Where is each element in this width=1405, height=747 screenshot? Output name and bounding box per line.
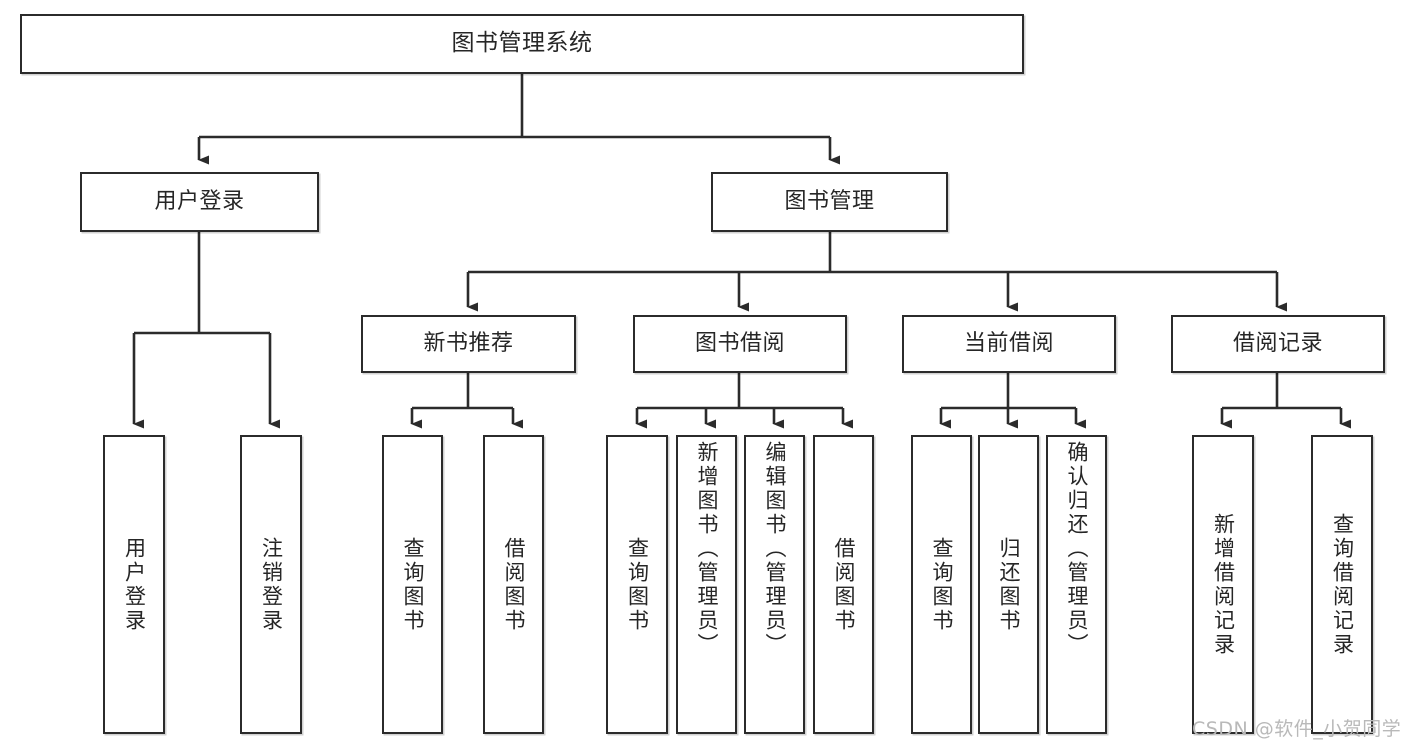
node-label: 用户登录	[122, 536, 147, 633]
node-label: 查询借阅记录	[1330, 512, 1355, 657]
leaf-confirm-return-admin[interactable]: 确认归还（管理员）	[1046, 435, 1107, 734]
node-label: 借阅图书	[502, 536, 526, 633]
node-label: 查询图书	[401, 536, 425, 633]
leaf-borrow-book-newbook[interactable]: 借阅图书	[483, 435, 544, 734]
node-label: 图书管理	[784, 188, 875, 214]
node-label: 当前借阅	[963, 330, 1054, 356]
leaf-user-login[interactable]: 用户登录	[103, 435, 165, 734]
leaf-logout[interactable]: 注销登录	[240, 435, 302, 734]
node-user-login[interactable]: 用户登录	[80, 172, 319, 232]
node-new-book-recommend[interactable]: 新书推荐	[361, 315, 576, 373]
leaf-edit-book-admin[interactable]: 编辑图书（管理员）	[744, 435, 805, 734]
node-label: 用户登录	[154, 188, 245, 214]
leaf-add-borrow-record[interactable]: 新增借阅记录	[1192, 435, 1254, 734]
node-book-management[interactable]: 图书管理	[711, 172, 948, 232]
node-borrow-record[interactable]: 借阅记录	[1171, 315, 1385, 373]
node-label: 借阅记录	[1232, 330, 1323, 356]
leaf-add-book-admin[interactable]: 新增图书（管理员）	[676, 435, 737, 734]
leaf-return-book[interactable]: 归还图书	[978, 435, 1039, 734]
node-label: 注销登录	[259, 536, 284, 633]
node-root-system[interactable]: 图书管理系统	[20, 14, 1024, 74]
node-current-borrow[interactable]: 当前借阅	[902, 315, 1116, 373]
watermark-text: CSDN @软件_小贺同学	[1192, 718, 1402, 740]
leaf-query-book-current[interactable]: 查询图书	[911, 435, 972, 734]
leaf-query-borrow-record[interactable]: 查询借阅记录	[1311, 435, 1373, 734]
leaf-borrow-book[interactable]: 借阅图书	[813, 435, 874, 734]
node-label: 借阅图书	[832, 536, 856, 633]
node-label: 新增图书（管理员）	[695, 441, 719, 657]
leaf-query-book-borrow[interactable]: 查询图书	[606, 435, 668, 734]
leaf-query-book-newbook[interactable]: 查询图书	[382, 435, 443, 734]
node-label: 新书推荐	[423, 330, 514, 356]
node-label: 新增借阅记录	[1211, 512, 1236, 657]
node-label: 图书管理系统	[451, 30, 593, 57]
node-label: 编辑图书（管理员）	[763, 441, 787, 657]
node-label: 归还图书	[997, 536, 1021, 633]
node-label: 查询图书	[930, 536, 954, 633]
node-label: 图书借阅	[694, 330, 785, 356]
node-label: 查询图书	[625, 536, 650, 633]
node-label: 确认归还（管理员）	[1065, 441, 1089, 657]
node-book-borrow[interactable]: 图书借阅	[633, 315, 847, 373]
